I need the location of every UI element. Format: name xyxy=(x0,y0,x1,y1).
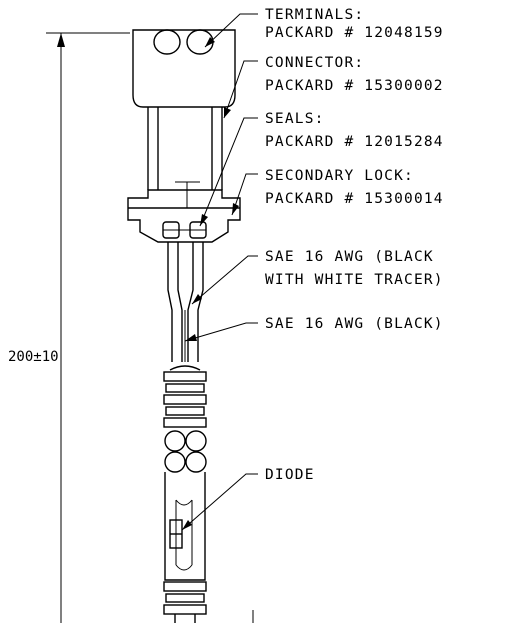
diode-label: DIODE xyxy=(265,467,315,483)
wires-upper xyxy=(167,242,204,362)
callout-wire-black-white: SAE 16 AWG (BLACK WITH WHITE TRACER) xyxy=(265,249,444,288)
secondary-lock-part-number: PACKARD # 15300014 xyxy=(265,191,444,207)
callout-seals: SEALS: PACKARD # 12015284 xyxy=(265,111,444,150)
length-dimension-label: 200±10 xyxy=(8,349,59,365)
diode-housing xyxy=(163,472,254,623)
seals-part-number: PACKARD # 12015284 xyxy=(265,134,444,150)
wire-black-label: SAE 16 AWG (BLACK) xyxy=(265,316,444,332)
callout-terminals: TERMINALS: PACKARD # 12048159 xyxy=(265,7,444,41)
callout-secondary-lock: SECONDARY LOCK: PACKARD # 15300014 xyxy=(265,168,444,207)
wire-black-white-line2: WITH WHITE TRACER) xyxy=(265,272,444,288)
callout-wire-black: SAE 16 AWG (BLACK) xyxy=(265,316,444,332)
callout-diode: DIODE xyxy=(265,467,315,483)
connector-body xyxy=(127,29,241,243)
secondary-lock-title: SECONDARY LOCK: xyxy=(265,168,414,184)
connector-title: CONNECTOR: xyxy=(265,55,364,71)
terminals-title: TERMINALS: xyxy=(265,7,364,23)
length-dimension: 200±10 xyxy=(8,32,130,623)
terminals-part-number: PACKARD # 12048159 xyxy=(265,25,444,41)
seals-title: SEALS: xyxy=(265,111,325,127)
connector-part-number: PACKARD # 15300002 xyxy=(265,78,444,94)
wire-black-white-line1: SAE 16 AWG (BLACK xyxy=(265,249,434,265)
lower-harness xyxy=(163,365,207,473)
leader-lines xyxy=(181,13,258,531)
callout-connector: CONNECTOR: PACKARD # 15300002 xyxy=(265,55,444,94)
